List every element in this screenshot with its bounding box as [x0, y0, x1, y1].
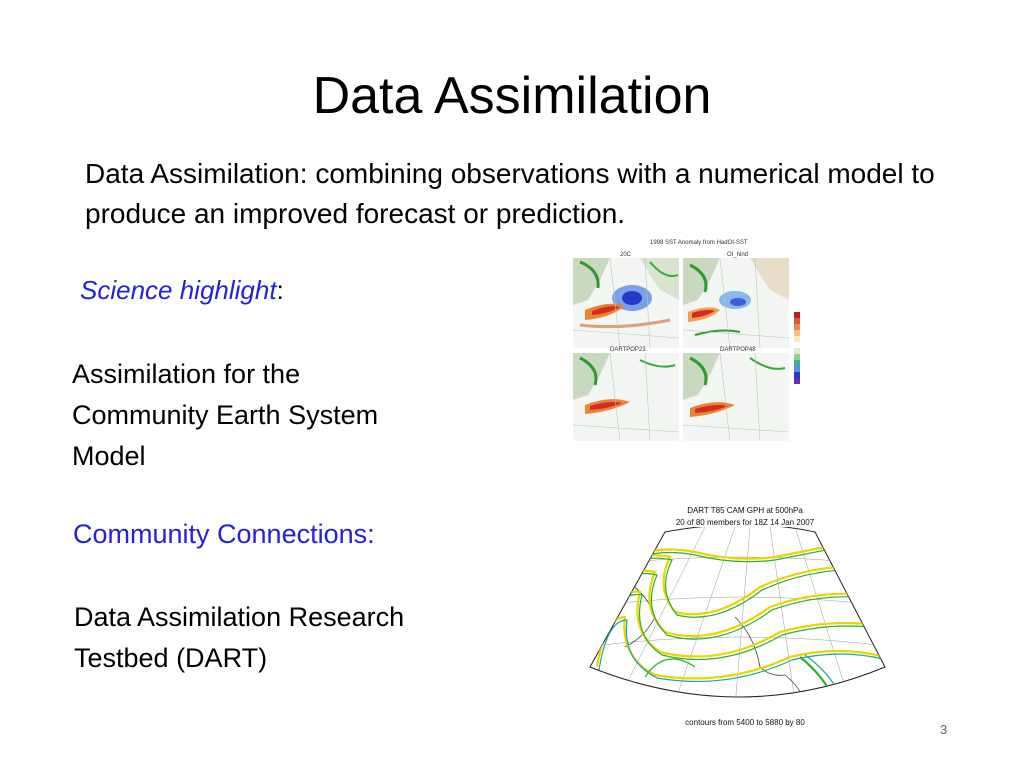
science-highlight-text: Assimilation for the Community Earth Sys…	[72, 359, 379, 471]
science-highlight-colon: :	[276, 275, 284, 305]
community-connections-heading: Community Connections:	[73, 519, 375, 549]
science-highlight-heading: Science highlight:	[80, 272, 284, 308]
sst-panel-label: 20C	[620, 252, 632, 258]
sst-panel-label: DARTPOP48	[720, 347, 756, 353]
sst-panel-dartpop23	[573, 353, 679, 441]
dart-figure-title-line2: 20 of 80 members for 18Z 14 Jan 2007	[675, 518, 815, 527]
definition-text: Data Assimilation: combining observation…	[85, 158, 935, 229]
slide-title: Data Assimilation	[312, 67, 712, 125]
sst-panel-dartpop48	[683, 353, 789, 441]
dart-contour-map	[589, 527, 886, 698]
dart-contour-figure: DART T85 CAM GPH at 500hPa 20 of 80 memb…	[585, 505, 895, 730]
sst-colorbar	[794, 312, 800, 384]
sst-panel-oi-hind	[683, 258, 789, 348]
sst-figure-header: 1998 SST Anomaly from HadOI-SST	[650, 240, 748, 246]
page-number: 3	[940, 722, 948, 737]
community-connections-text: Data Assimilation Research Testbed (DART…	[74, 602, 405, 673]
dart-figure-caption: contours from 5400 to 5880 by 80	[685, 718, 805, 727]
sst-panel-label: OI_hind	[727, 252, 748, 258]
sst-maps-svg: 20C OI_hind DARTPOP23	[573, 252, 800, 441]
sst-anomaly-figure: 1998 SST Anomaly from HadOI-SST 20C	[570, 240, 810, 445]
sst-panel-20c	[573, 258, 679, 348]
sst-panel-label: DARTPOP23	[610, 347, 646, 353]
dart-figure-title-line1: DART T85 CAM GPH at 500hPa	[687, 506, 803, 515]
science-highlight-label: Science highlight	[80, 275, 277, 305]
